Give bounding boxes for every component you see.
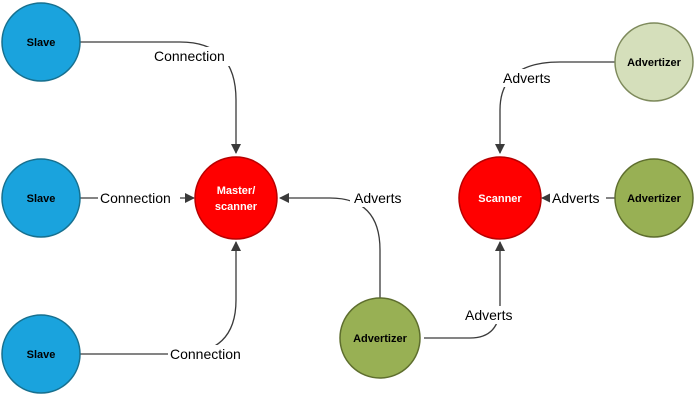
nodes: Slave Slave Slave Master/ scanner Advert… bbox=[1, 2, 694, 394]
edge-labels: Connection Connection Connection Adverts… bbox=[98, 47, 606, 363]
slave-mid-circle bbox=[1, 158, 81, 238]
scanner-label: Scanner bbox=[478, 193, 522, 205]
edge-label-adv-mid-right: Adverts bbox=[552, 190, 599, 206]
node-slave-bottom: Slave bbox=[1, 314, 81, 394]
edge-advertizer-bottom-to-scanner bbox=[424, 241, 505, 339]
slave-bottom-label: Slave bbox=[27, 349, 56, 361]
slave-top-circle bbox=[1, 2, 81, 82]
node-master-scanner: Master/ scanner bbox=[194, 156, 278, 240]
slave-mid-label: Slave bbox=[27, 193, 56, 205]
node-advertizer-mid-right: Advertizer bbox=[614, 158, 694, 238]
scanner-circle bbox=[458, 156, 542, 240]
node-slave-mid: Slave bbox=[1, 158, 81, 238]
slave-bottom-circle bbox=[1, 314, 81, 394]
advertizer-bottom-label: Advertizer bbox=[353, 333, 408, 345]
edge-label-conn-mid: Connection bbox=[100, 190, 171, 206]
edge-advertizer-bottom-to-master bbox=[279, 193, 381, 298]
master-scanner-label-line1: Master/ bbox=[217, 185, 256, 197]
master-scanner-circle bbox=[194, 156, 278, 240]
node-advertizer-bottom: Advertizer bbox=[339, 297, 421, 379]
advertizer-mid-right-label: Advertizer bbox=[627, 193, 682, 205]
edge-label-adv-to-master: Adverts bbox=[354, 190, 401, 206]
edge-label-adv-top-right: Adverts bbox=[503, 70, 550, 86]
edge-label-adv-to-scanner: Adverts bbox=[465, 307, 512, 323]
advertizer-top-right-label: Advertizer bbox=[627, 57, 682, 69]
node-scanner: Scanner bbox=[458, 156, 542, 240]
edge-label-conn-bottom: Connection bbox=[170, 346, 241, 362]
slave-top-label: Slave bbox=[27, 37, 56, 49]
edge-label-conn-top: Connection bbox=[154, 48, 225, 64]
advertizer-top-right-circle bbox=[614, 22, 694, 102]
advertizer-bottom-circle bbox=[339, 297, 421, 379]
node-slave-top: Slave bbox=[1, 2, 81, 82]
master-scanner-label-line2: scanner bbox=[215, 201, 258, 213]
edge-slave-bottom-to-master bbox=[80, 241, 241, 355]
advertizer-mid-right-circle bbox=[614, 158, 694, 238]
node-advertizer-top-right: Advertizer bbox=[614, 22, 694, 102]
